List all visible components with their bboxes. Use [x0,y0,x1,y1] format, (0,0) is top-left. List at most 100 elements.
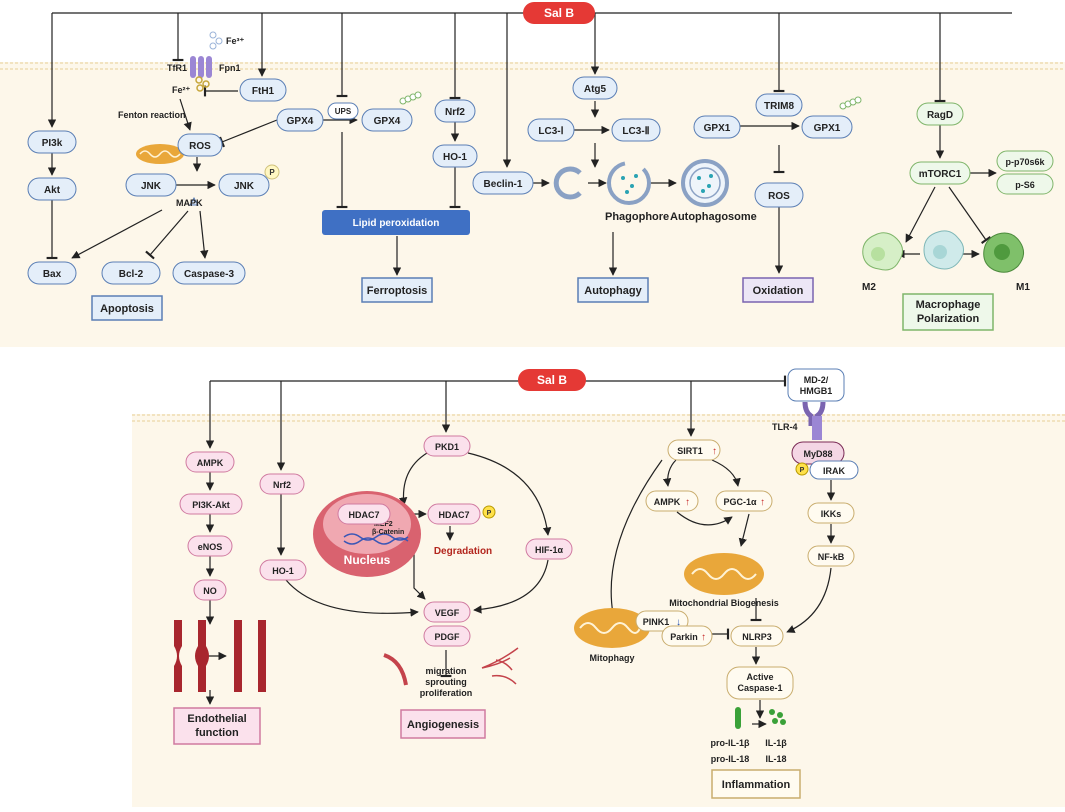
ragd-node: RagD [916,102,964,126]
svg-text:↑: ↑ [701,632,706,643]
autophagosome-label: Autophagosome [670,211,757,223]
caspase3-node: Caspase-3 [172,261,246,285]
svg-text:HDAC7: HDAC7 [348,510,379,520]
svg-text:GPX4: GPX4 [287,116,314,127]
beclin1-node: Beclin-1 [472,171,534,195]
svg-text:pro-IL-18: pro-IL-18 [711,754,750,764]
m1-label: M1 [1016,282,1030,293]
svg-text:Caspase-3: Caspase-3 [184,269,234,280]
svg-text:migration: migration [425,666,466,676]
gpx1-node: GPX1 [693,115,741,139]
svg-text:SIRT1: SIRT1 [677,446,703,456]
svg-text:proliferation: proliferation [420,688,473,698]
svg-text:↑: ↑ [760,497,765,508]
autophagy-box: Autophagy [577,277,649,303]
hdac7-nuclear-node: HDAC7 [337,503,391,525]
svg-text:MAPK: MAPK [176,198,203,208]
mitophagy-label: Mitophagy [590,653,635,663]
jnk-p-node: JNK [218,173,270,197]
svg-text:LC3-Ⅰ: LC3-Ⅰ [538,126,563,137]
svg-text:PGC-1α: PGC-1α [723,497,757,507]
lipid-peroxidation-box: Lipid peroxidation [322,210,470,235]
bottom-connectors [205,380,836,729]
svg-text:P: P [269,168,275,177]
ups-node: UPS [327,102,359,120]
p70-node: p-p70s6k [996,150,1054,172]
svg-text:Mitochondrial Biogenesis: Mitochondrial Biogenesis [669,598,779,608]
pkd1-node: PKD1 [423,435,471,457]
svg-text:p-S6: p-S6 [1015,180,1035,190]
ferroptosis-box: Ferroptosis [361,277,433,303]
bottom-nodes: AMPK PI3K-Akt eNOS NO Nrf2 HO-1 PKD1 HDA… [179,368,859,764]
salb-badge-top: Sal B [523,2,595,24]
tfr1-label: TfR1 [167,63,187,73]
svg-text:MEF2: MEF2 [374,521,393,528]
svg-text:eNOS: eNOS [198,542,223,552]
svg-text:PKD1: PKD1 [435,442,459,452]
akt-node: Akt [27,177,77,201]
ampk-node-sirt: AMPK↑ [645,490,699,512]
svg-text:↓: ↓ [676,617,681,628]
svg-text:Nucleus: Nucleus [344,553,391,567]
tlr4-receptor: TLR-4 [772,401,826,440]
parkin-node: Parkin↑ [661,625,713,647]
svg-text:TRIM8: TRIM8 [764,101,794,112]
svg-text:Degradation: Degradation [434,546,492,557]
m2-label: M2 [862,282,876,293]
inflammation-box: Inflammation [711,769,801,799]
nfkb-node: NF-kB [807,545,855,567]
svg-text:PINK1: PINK1 [643,617,670,627]
trim8-node: TRIM8 [755,93,803,117]
svg-text:HO-1: HO-1 [443,152,467,163]
svg-text:GPX1: GPX1 [814,123,841,134]
fe2-label: Fe²⁺ [172,85,191,95]
svg-text:Ferroptosis: Ferroptosis [367,285,428,297]
irak-node: IRAK [809,460,859,480]
svg-text:NF-kB: NF-kB [818,552,845,562]
svg-text:GPX4: GPX4 [374,116,401,127]
svg-text:Apoptosis: Apoptosis [100,303,154,315]
svg-text:RagD: RagD [927,110,953,121]
md2-node: MD-2/HMGB1 [787,368,845,402]
mito-bio-label: Mitochondrial Biogenesis [669,598,779,608]
mitochondria-bottom [574,553,764,648]
ikks-node: IKKs [807,502,855,524]
top-outcomes: Apoptosis Ferroptosis Autophagy Oxidatio… [91,277,994,331]
angio-processes: migration sprouting proliferation [420,666,473,698]
vegf-node: VEGF [423,601,471,623]
gpx4-node: GPX4 [276,108,324,132]
svg-text:MD-2/HMGB1: MD-2/HMGB1 [800,375,833,396]
svg-text:IL-18: IL-18 [765,754,786,764]
svg-text:PI3K-Akt: PI3K-Akt [192,500,230,510]
svg-text:IKKs: IKKs [821,509,842,519]
svg-text:Angiogenesis: Angiogenesis [407,719,479,731]
fe3-label: Fe³⁺ [226,36,245,46]
svg-text:Autophagy: Autophagy [584,285,642,297]
pdgf-node: PDGF [423,625,471,647]
angiogenesis-box: Angiogenesis [400,709,486,739]
salb-badge-bottom: Sal B [518,369,586,391]
svg-text:Inflammation: Inflammation [722,779,791,791]
svg-text:MyD88: MyD88 [803,449,832,459]
sirt1-node: SIRT1↑ [667,439,721,461]
svg-text:IL-1β: IL-1β [765,738,787,748]
svg-text:GPX1: GPX1 [704,123,731,134]
pgc-node: PGC-1α↑ [715,490,773,512]
svg-text:sprouting: sprouting [425,677,467,687]
svg-text:p-p70s6k: p-p70s6k [1005,157,1045,167]
top-cell-panel [0,62,1065,347]
salb-label: Sal B [544,6,574,20]
svg-text:IRAK: IRAK [823,466,845,476]
svg-text:AMPK: AMPK [197,458,224,468]
svg-text:↑: ↑ [685,497,690,508]
svg-text:Bax: Bax [43,269,62,280]
svg-text:P: P [487,510,492,517]
svg-text:HO-1: HO-1 [272,566,294,576]
ho1-node: HO-1 [432,144,478,168]
